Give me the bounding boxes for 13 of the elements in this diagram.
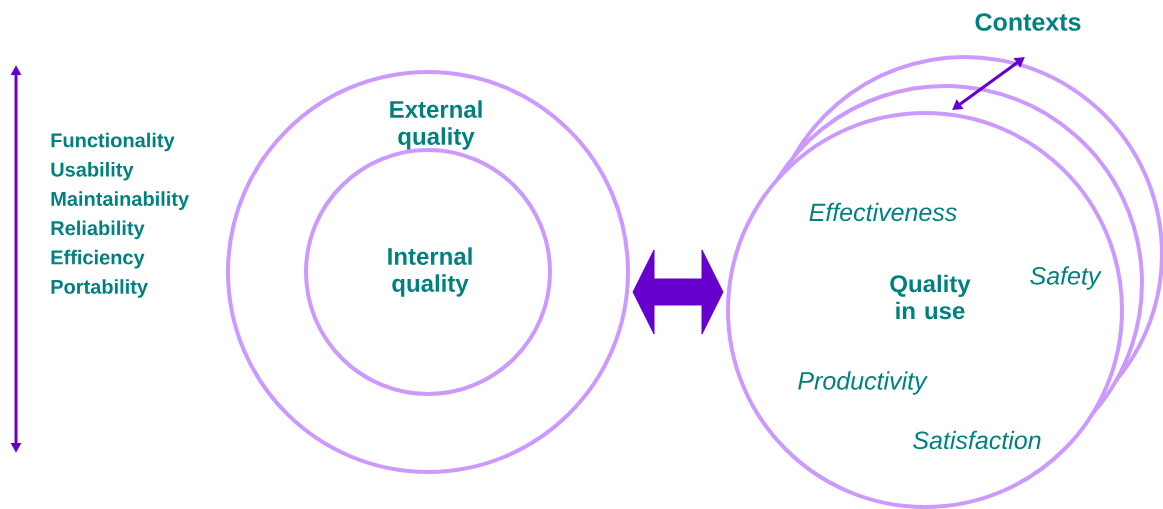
context-label: Contexts — [975, 13, 1081, 31]
attribute-label: Efficiency — [51, 249, 145, 269]
attribute-label: Usability — [51, 161, 134, 181]
node-label: Effectiveness — [809, 202, 957, 222]
attribute-label: Reliability — [51, 220, 145, 240]
node-label: Safety — [1030, 266, 1102, 290]
node-label: Quality in use — [890, 274, 971, 320]
attribute-label: Portability — [51, 279, 148, 298]
attribute-label: Functionality — [51, 132, 175, 152]
double-arrow — [632, 249, 724, 335]
node-label: Productivity — [798, 371, 928, 395]
node-label: Satisfaction — [913, 430, 1041, 450]
attribute-label: Maintainability — [51, 191, 189, 210]
